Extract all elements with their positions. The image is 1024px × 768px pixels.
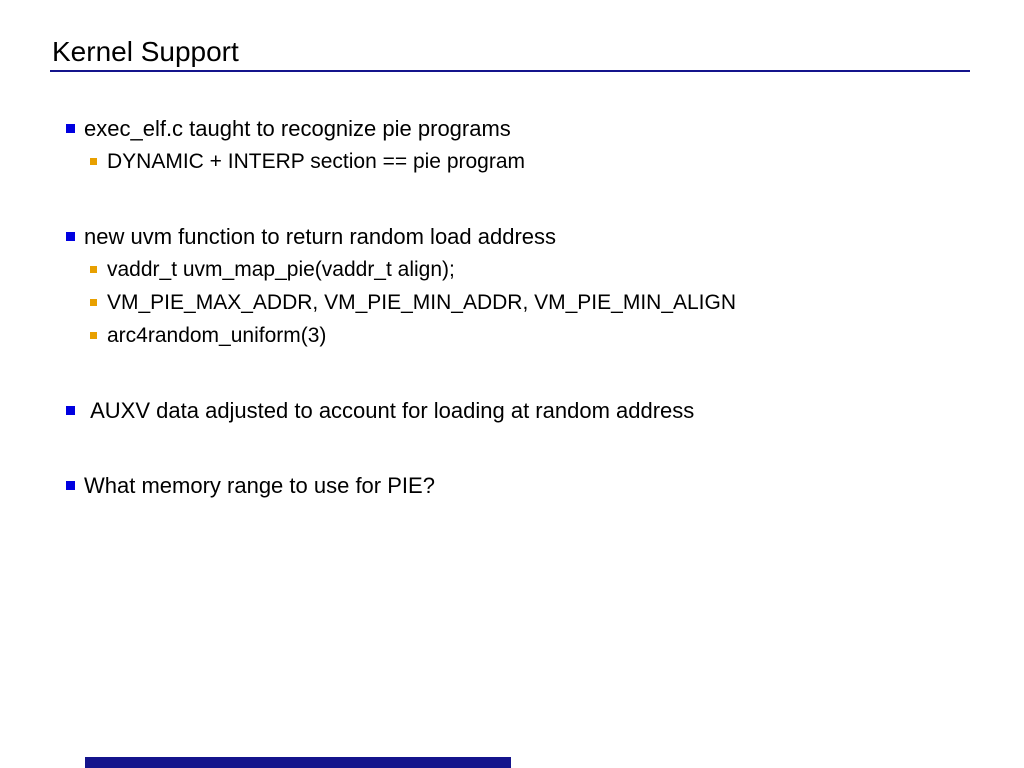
bullet-text: arc4random_uniform(3)	[107, 324, 327, 347]
bullet-item: new uvm function to return random load a…	[66, 220, 994, 253]
bullet-text: What memory range to use for PIE?	[84, 473, 435, 498]
bullet-text: new uvm function to return random load a…	[84, 224, 557, 249]
bullet-list: exec_elf.c taught to recognize pie progr…	[66, 112, 994, 544]
bullet-square-icon	[90, 266, 97, 273]
bullet-item: VM_PIE_MAX_ADDR, VM_PIE_MIN_ADDR, VM_PIE…	[90, 286, 994, 319]
bullet-square-icon	[90, 158, 97, 165]
bullet-text: AUXV data adjusted to account for loadin…	[84, 398, 695, 423]
bullet-item: What memory range to use for PIE?	[66, 469, 994, 502]
title-underline-rule	[50, 70, 970, 72]
bullet-text: exec_elf.c taught to recognize pie progr…	[84, 116, 511, 141]
bullet-group: AUXV data adjusted to account for loadin…	[66, 394, 994, 427]
bullet-group: new uvm function to return random load a…	[66, 220, 994, 352]
bullet-square-icon	[66, 232, 75, 241]
bullet-item: arc4random_uniform(3)	[90, 319, 994, 352]
bullet-square-icon	[90, 299, 97, 306]
bullet-square-icon	[66, 481, 75, 490]
bullet-text: VM_PIE_MAX_ADDR, VM_PIE_MIN_ADDR, VM_PIE…	[107, 291, 737, 314]
bullet-square-icon	[66, 124, 75, 133]
bullet-square-icon	[66, 406, 75, 415]
bullet-text: DYNAMIC + INTERP section == pie program	[107, 150, 526, 173]
bullet-text: vaddr_t uvm_map_pie(vaddr_t align);	[107, 258, 455, 281]
bullet-item: exec_elf.c taught to recognize pie progr…	[66, 112, 994, 145]
bullet-group: exec_elf.c taught to recognize pie progr…	[66, 112, 994, 178]
slide-title: Kernel Support	[52, 36, 239, 67]
bullet-item: DYNAMIC + INTERP section == pie program	[90, 145, 994, 178]
bullet-square-icon	[90, 332, 97, 339]
bullet-item: AUXV data adjusted to account for loadin…	[66, 394, 994, 427]
bullet-group: What memory range to use for PIE?	[66, 469, 994, 502]
bullet-item: vaddr_t uvm_map_pie(vaddr_t align);	[90, 253, 994, 286]
footer-progress-bar	[85, 757, 511, 768]
